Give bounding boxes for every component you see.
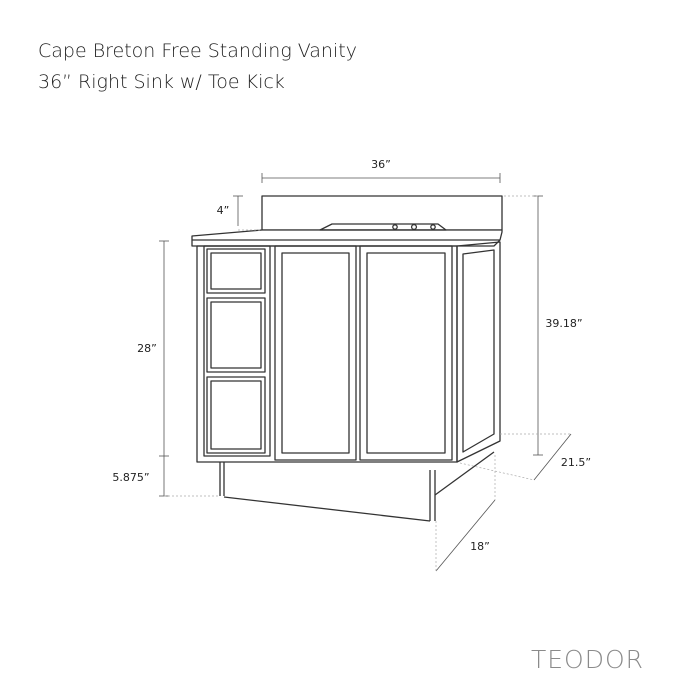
drawer-frame (203, 245, 271, 457)
product-title: Cape Breton Free Standing Vanity 36” Rig… (38, 36, 357, 98)
drawer-middle-inset (210, 301, 262, 369)
dim-toe-depth-line (435, 499, 496, 572)
title-line-1: Cape Breton Free Standing Vanity (38, 40, 357, 62)
label-body-height: 28” (137, 342, 157, 355)
label-toe-kick: 5.875” (112, 471, 149, 484)
faucet-hole-center (410, 223, 418, 231)
label-depth: 21.5” (561, 456, 591, 469)
door-right (359, 245, 453, 461)
label-width: 36” (371, 158, 391, 171)
label-backsplash: 4” (217, 204, 230, 217)
sink-basin (319, 223, 447, 231)
cabinet-side (456, 241, 501, 463)
faucet-hole-left (392, 224, 398, 230)
faucet-hole-right (430, 224, 436, 230)
title-line-2: 36” Right Sink w/ Toe Kick (38, 71, 285, 93)
side-panel-frame (462, 249, 495, 453)
extension-side-bottom (459, 462, 535, 481)
drawer-bottom-inset (210, 380, 262, 450)
backsplash (261, 195, 503, 231)
drawer-middle (206, 297, 266, 373)
toe-kick-base (223, 496, 431, 522)
label-total-height: 39.18” (545, 317, 582, 330)
toe-kick-side (434, 451, 495, 496)
dim-depth-line (533, 433, 572, 481)
door-right-panel (366, 252, 446, 454)
countertop (191, 229, 503, 247)
cabinet-body (196, 245, 458, 463)
drawer-bottom (206, 376, 266, 454)
drawer-top-inset (210, 252, 262, 290)
brand-logo: TEODOR (530, 645, 644, 674)
drawer-top (206, 248, 266, 294)
door-left (274, 245, 357, 461)
label-toe-depth: 18” (470, 540, 490, 553)
door-left-panel (281, 252, 350, 454)
